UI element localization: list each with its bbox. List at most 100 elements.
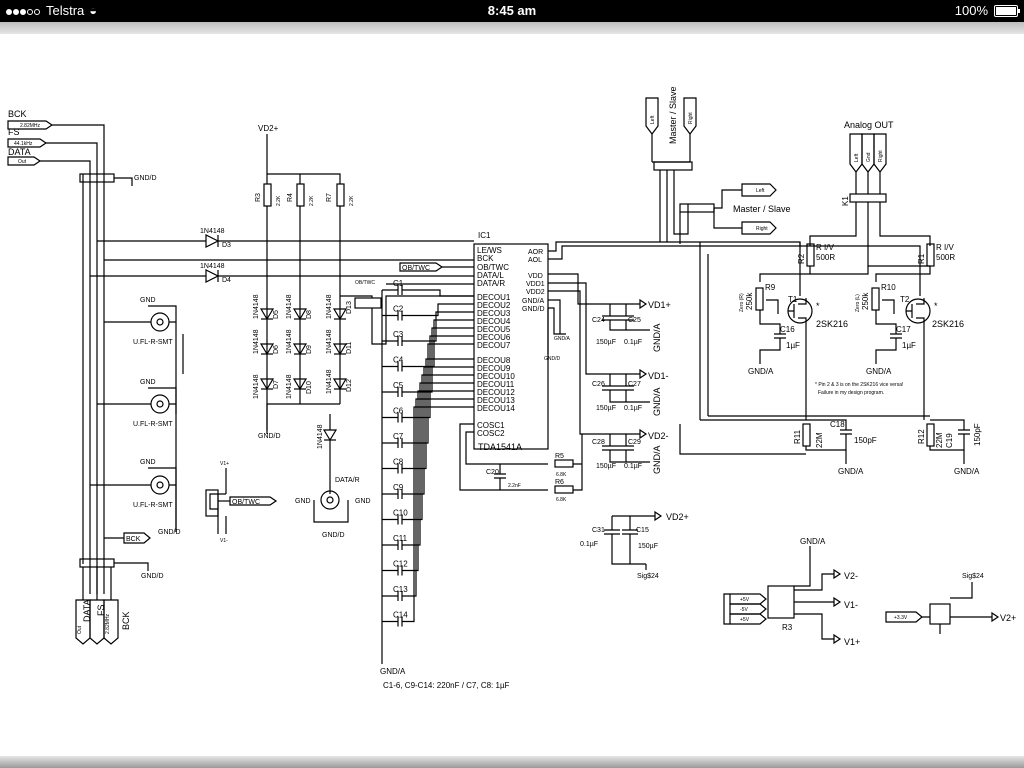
schematic-diagram[interactable]: BCK 2.82MHz FS 44.1kHz DATA Out GND/D GN…: [0, 34, 1024, 756]
svg-text:GND: GND: [295, 498, 311, 505]
diode-network: VD2+ R3 R4 R7 2.2K 2.2K 2.2K 1N4148 D3 1…: [90, 124, 474, 539]
diode-d6: [259, 343, 275, 356]
k1-connector: [849, 193, 887, 203]
svg-text:1N4148: 1N4148: [286, 294, 293, 319]
svg-text:GND/D: GND/D: [522, 306, 545, 313]
battery-icon: [994, 4, 1020, 17]
svg-text:Zero (R): Zero (R): [739, 293, 745, 312]
resistor-r6: [554, 485, 574, 494]
cap-label: C4: [393, 356, 404, 365]
supply-caps: C24 C25 150µF 0.1µF VD1+ GND/A C26 C27 1…: [580, 298, 689, 580]
svg-text:DECOU9: DECOU9: [477, 364, 511, 373]
svg-text:LE/WS: LE/WS: [477, 246, 502, 255]
svg-text:R11: R11: [793, 429, 802, 444]
battery-percent: 100%: [954, 3, 988, 18]
svg-text:500R: 500R: [936, 253, 955, 262]
svg-text:0.1µF: 0.1µF: [624, 339, 642, 346]
cap-label: C11: [393, 534, 408, 543]
ufl-connector-2: GND U.FL-R-SMT: [97, 379, 177, 428]
ob-twc-switch: V1+ V1- OB/TWC: [205, 461, 278, 544]
svg-text:OB/TWC: OB/TWC: [232, 499, 260, 506]
svg-text:U.FL-R-SMT: U.FL-R-SMT: [133, 421, 173, 428]
decoupling-cap: C9: [382, 366, 474, 499]
gnd-a-caps-label: GND/A: [380, 667, 406, 676]
diode-d13: [332, 308, 348, 321]
bck-out-arrow: [103, 599, 119, 645]
svg-text:2SK216: 2SK216: [816, 319, 848, 329]
cap-label: C14: [393, 611, 408, 620]
right-pin: [683, 97, 697, 135]
bck-input-arrow: [7, 120, 54, 130]
svg-text:D12: D12: [346, 379, 353, 392]
svg-text:DECOU13: DECOU13: [477, 396, 515, 405]
svg-text:0.1µF: 0.1µF: [624, 405, 642, 412]
svg-text:OB/TWC: OB/TWC: [402, 265, 430, 272]
svg-text:*: *: [934, 301, 938, 311]
svg-text:Right: Right: [756, 226, 768, 232]
ms-switch: [679, 203, 715, 213]
decoupling-caps: GND/A C1-6, C9-C14: 220nF / C7, C8: 1µF: [380, 290, 510, 690]
cap-label: C9: [393, 483, 404, 492]
svg-text:1N4148: 1N4148: [253, 329, 260, 354]
cap-label: C6: [393, 407, 404, 416]
svg-text:D7: D7: [273, 380, 280, 389]
fs-input-tag: 44.1kHz: [14, 141, 33, 147]
diode-d13-lower: [322, 429, 338, 442]
v1-minus-label: V1-: [844, 600, 858, 610]
svg-text:C25: C25: [628, 317, 641, 324]
gnd-d-bus-label: GND/D: [141, 573, 164, 580]
svg-text:GND: GND: [355, 498, 371, 505]
svg-text:R I/V: R I/V: [936, 243, 954, 252]
cap-label: C7: [393, 432, 404, 441]
carrier-label: Telstra: [46, 3, 85, 18]
svg-text:D13: D13: [346, 301, 353, 314]
svg-text:VDD1: VDD1: [526, 281, 545, 288]
decoupling-cap: C2: [382, 303, 474, 321]
bck-out-label: BCK: [121, 611, 131, 630]
svg-text:U.FL-R-SMT: U.FL-R-SMT: [133, 502, 173, 509]
svg-text:D11: D11: [346, 342, 353, 354]
diode-column-2: 1N4148 1N4148 1N4148 D8 D9 D10: [286, 294, 313, 399]
svg-text:DECOU10: DECOU10: [477, 372, 515, 381]
master-slave-label: Master / Slave: [668, 86, 678, 144]
fs-input-label: FS: [8, 127, 20, 137]
cap-label: C5: [393, 381, 404, 390]
svg-text:C28: C28: [592, 439, 605, 446]
svg-text:0.1µF: 0.1µF: [580, 541, 598, 548]
svg-text:1µF: 1µF: [902, 341, 916, 350]
decoupling-cap: C14: [382, 406, 474, 627]
svg-text:R3: R3: [255, 193, 262, 202]
diode-d11: [332, 343, 348, 356]
svg-text:D4: D4: [222, 277, 231, 284]
svg-text:V1+: V1+: [220, 461, 229, 467]
svg-text:C19: C19: [945, 433, 954, 448]
pot-r10: [871, 287, 880, 311]
svg-text:AOL: AOL: [528, 257, 542, 264]
decoupling-cap: C1: [382, 279, 474, 297]
svg-text:R7: R7: [326, 193, 333, 202]
svg-text:Right: Right: [688, 112, 694, 124]
svg-text:DECOU5: DECOU5: [477, 325, 511, 334]
diode-d5: [259, 308, 275, 321]
diode-d8: [292, 308, 308, 321]
svg-text:Sig$24: Sig$24: [637, 573, 659, 580]
viewer-top-edge: [0, 22, 1024, 34]
left-out: [741, 183, 777, 197]
svg-text:22M: 22M: [815, 432, 824, 448]
fs-out-arrow: [89, 599, 105, 645]
svg-text:DECOU8: DECOU8: [477, 356, 511, 365]
decoupling-cap: C10: [382, 374, 474, 525]
svg-text:R3: R3: [782, 623, 793, 632]
svg-text:1N4148: 1N4148: [253, 294, 260, 319]
svg-text:GND: GND: [140, 459, 156, 466]
svg-text:V1-: V1-: [220, 538, 228, 544]
cap-label: C2: [393, 305, 404, 314]
diode-column-3: 1N4148 1N4148 1N4148 D13 D11 D12: [326, 294, 353, 394]
resistor-r1: [926, 243, 935, 267]
svg-text:1N4148: 1N4148: [286, 329, 293, 354]
bck-out-tag: 2.82MHz: [105, 613, 111, 634]
master-slave-label-2: Master / Slave: [733, 204, 791, 214]
v2-minus-label: V2-: [844, 571, 858, 581]
svg-text:2.2K: 2.2K: [276, 195, 282, 206]
